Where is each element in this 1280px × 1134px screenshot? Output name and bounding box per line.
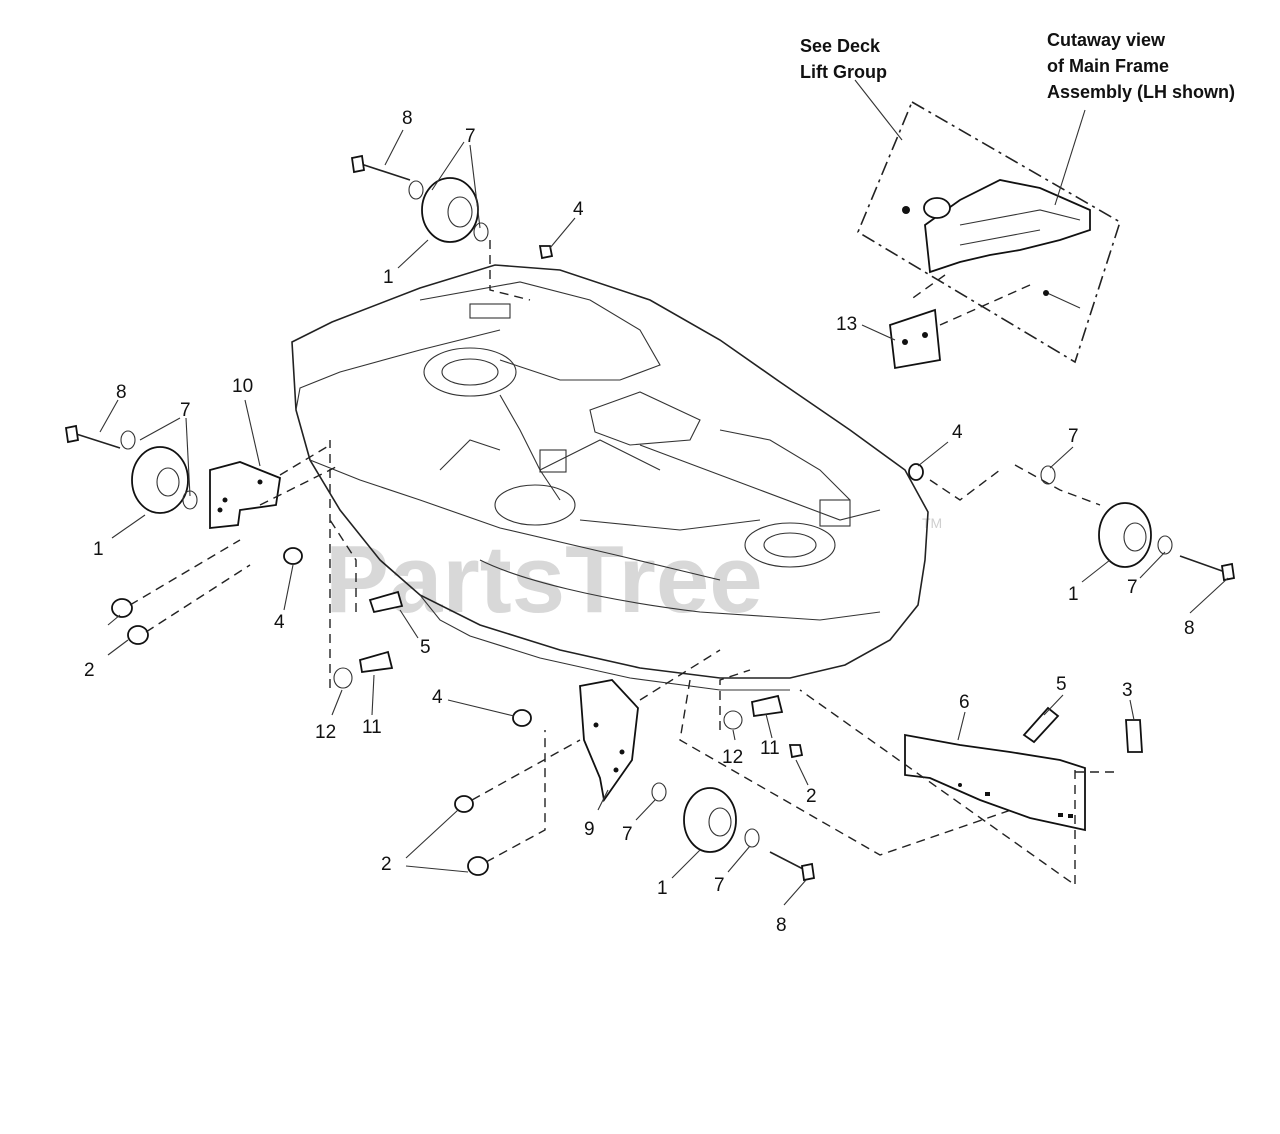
wheel-assembly-top: [350, 154, 554, 301]
watermark: PartsTree TM: [325, 515, 942, 633]
callout-8-left: 8: [116, 382, 127, 403]
callout-5-right: 5: [1056, 674, 1067, 695]
wheel-assembly-right: [908, 463, 1236, 582]
callout-7-right-top: 7: [1068, 426, 1079, 447]
deck-lift-note-line1: See Deck: [800, 36, 881, 56]
mower-deck: [291, 264, 929, 691]
wheel-assembly-left: [64, 424, 404, 689]
watermark-text: PartsTree: [325, 526, 763, 633]
callout-5-left: 5: [420, 637, 431, 658]
callout-4-right: 4: [952, 422, 963, 443]
callout-10: 10: [232, 376, 253, 397]
callout-12-left: 12: [315, 722, 336, 743]
callout-4-top: 4: [573, 199, 584, 220]
front-baffle-assembly: [679, 669, 1143, 887]
callout-6: 6: [959, 692, 970, 713]
callout-1-bottom: 1: [657, 878, 668, 899]
callout-8-bottom: 8: [776, 915, 787, 936]
cutaway-note-line1: Cutaway view: [1047, 30, 1166, 50]
callout-2-bottom: 2: [381, 854, 392, 875]
callout-3: 3: [1122, 680, 1133, 701]
callout-7-bottom-b: 7: [714, 875, 725, 896]
callout-4-left: 4: [274, 612, 285, 633]
cutaway-frame-view: [856, 100, 1121, 370]
watermark-trademark: TM: [922, 515, 942, 531]
callout-7-right: 7: [1127, 577, 1138, 598]
callout-7-top: 7: [465, 126, 476, 147]
callout-11-bottom: 11: [760, 738, 780, 759]
notes: See Deck Lift Group Cutaway view of Main…: [800, 30, 1235, 102]
cutaway-note-line3: Assembly (LH shown): [1047, 82, 1235, 102]
callout-7-left: 7: [180, 400, 191, 421]
wheel-assembly-bottom: [454, 649, 816, 882]
callout-8-right: 8: [1184, 618, 1195, 639]
callout-9: 9: [584, 819, 595, 840]
callout-8-top: 8: [402, 108, 413, 129]
callout-2-left: 2: [84, 660, 95, 681]
callouts: 8 7 4 1 8 7 10 1 4 2 5 12 11 13 4 7 1 7 …: [84, 108, 1195, 936]
callout-11-left: 11: [362, 717, 382, 738]
deck-lift-note-line2: Lift Group: [800, 62, 887, 82]
callout-12-bottom: 12: [722, 747, 743, 768]
callout-1-left: 1: [93, 539, 104, 560]
cutaway-note-line2: of Main Frame: [1047, 56, 1169, 76]
callout-13: 13: [836, 314, 857, 335]
callout-7-bottom-a: 7: [622, 824, 633, 845]
callout-2-mid: 2: [806, 786, 817, 807]
callout-4-bottom: 4: [432, 687, 443, 708]
callout-1-right: 1: [1068, 584, 1079, 605]
callout-1-top: 1: [383, 267, 394, 288]
leader-lines: [99, 79, 1229, 906]
